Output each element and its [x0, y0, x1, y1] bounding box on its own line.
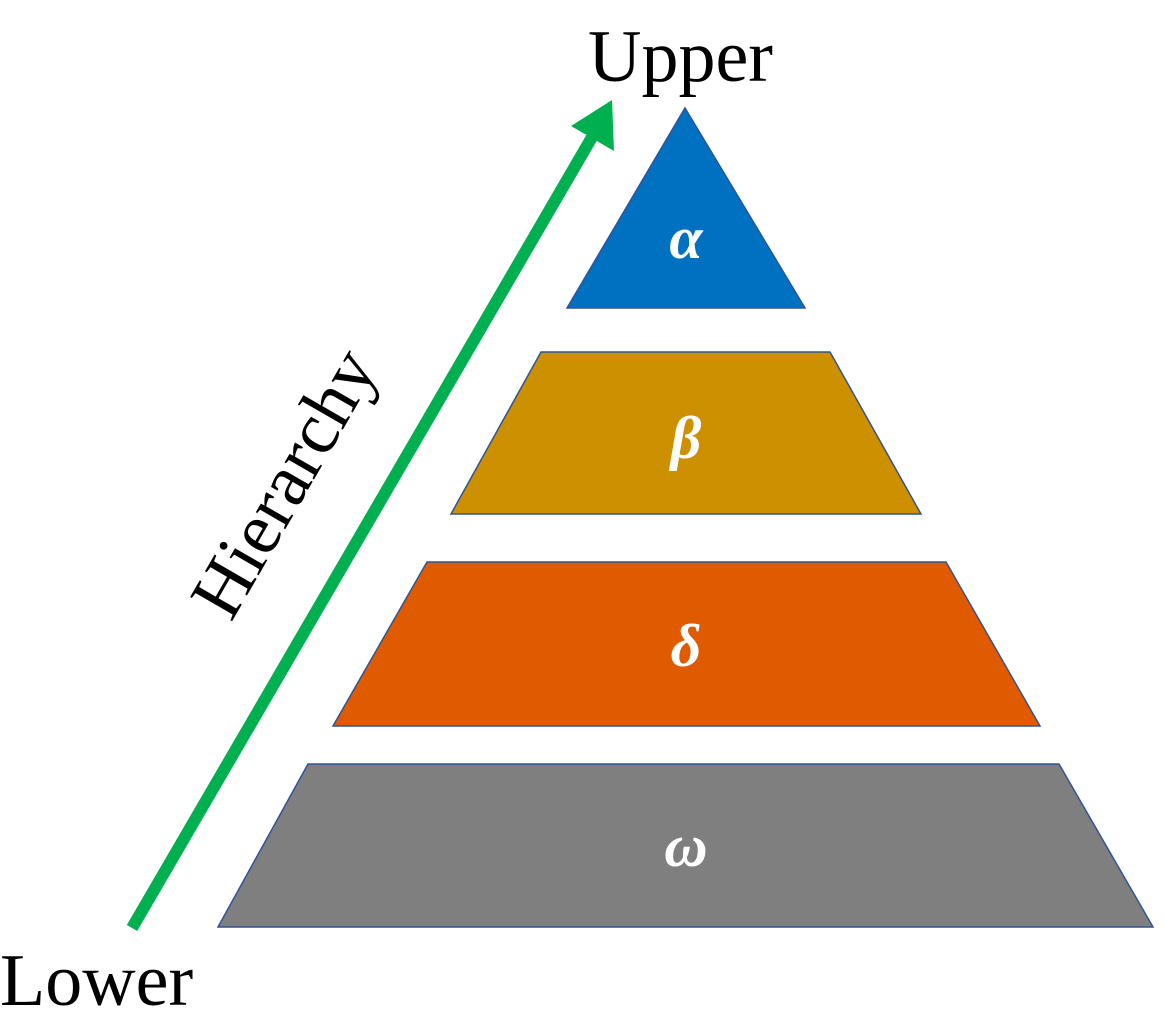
upper-label: Upper [588, 16, 773, 98]
hierarchy-axis-label: Hierarchy [175, 334, 394, 631]
level-beta-symbol: β [669, 405, 702, 471]
level-omega-shape [216, 763, 1155, 928]
level-beta-shape [449, 351, 923, 515]
lower-label: Lower [0, 940, 194, 1022]
level-delta-shape [331, 561, 1042, 727]
level-omega-symbol: ω [664, 813, 707, 879]
level-delta-symbol: δ [671, 613, 702, 679]
hierarchy-arrow-shaft [126, 128, 601, 932]
level-alpha-symbol: α [669, 205, 703, 271]
hierarchy-arrow-head-icon [571, 100, 614, 151]
level-alpha-shape [565, 106, 807, 309]
